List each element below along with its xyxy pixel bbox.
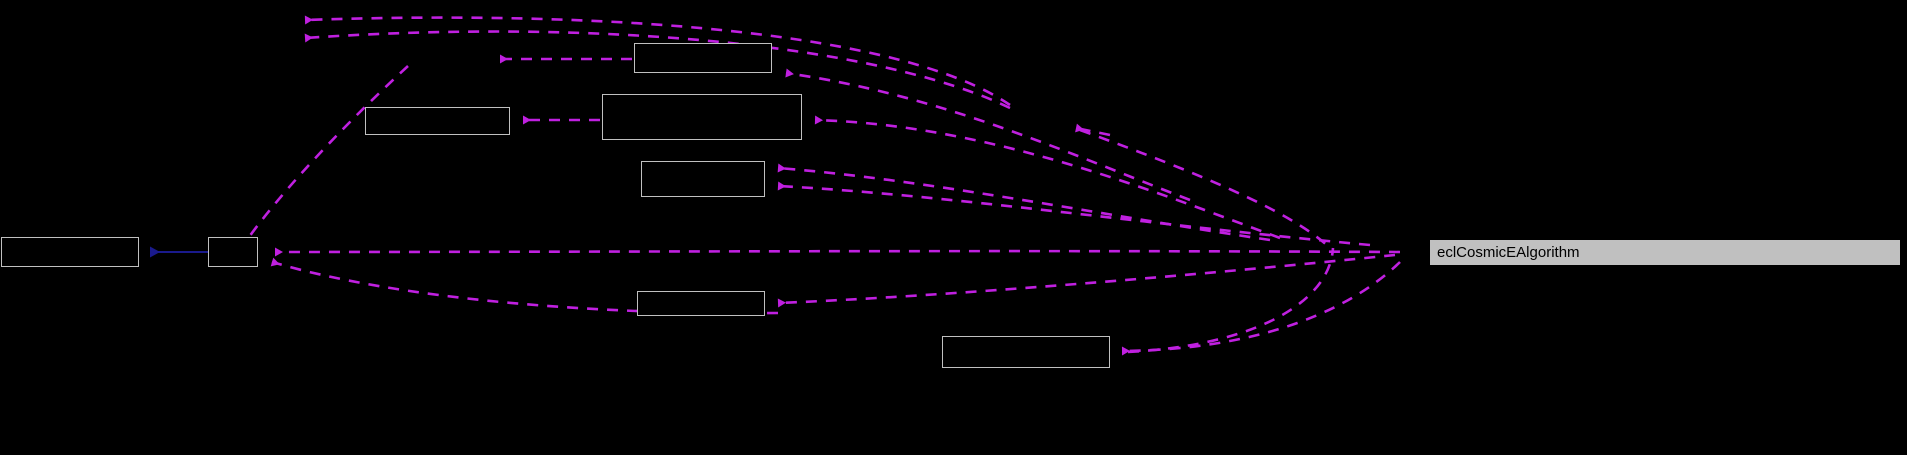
edge-topleft-to-n2: [236, 65, 409, 253]
edge-to-topleft-a: [304, 15, 1011, 107]
graph-node-ecl-cosmic-e-algorithm-label: eclCosmicEAlgorithm: [1437, 244, 1580, 261]
edge-hub-to-n8: [1121, 261, 1401, 356]
edge-upper-right-sweep: [1079, 128, 1331, 249]
edge-n8-to-hub-right: [1127, 247, 1335, 354]
edge-hub-to-n4: [785, 68, 1191, 202]
graph-node-8[interactable]: [942, 336, 1110, 368]
edge-hub-to-n7: [777, 253, 1396, 308]
edge-hub-to-n5: [814, 115, 1281, 240]
graph-node-6[interactable]: [641, 161, 765, 197]
graph-node-1[interactable]: [1, 237, 139, 267]
graph-node-7[interactable]: [637, 291, 765, 316]
graph-node-2[interactable]: [208, 237, 258, 267]
graph-node-4[interactable]: [634, 43, 772, 73]
edge-hub-to-n2: [274, 247, 1401, 257]
graph-node-ecl-cosmic-e-algorithm[interactable]: eclCosmicEAlgorithm: [1430, 240, 1900, 265]
graph-node-3[interactable]: [365, 107, 510, 135]
edge-hub-to-n6: [777, 181, 1371, 247]
edge-to-topleft-b: [304, 30, 1011, 110]
edge-hub-to-n6b: [777, 163, 1271, 242]
edge-group-purple: [236, 15, 1401, 356]
graph-node-5[interactable]: [602, 94, 802, 140]
edge-upper-right-sweep-head: [1075, 123, 1111, 137]
